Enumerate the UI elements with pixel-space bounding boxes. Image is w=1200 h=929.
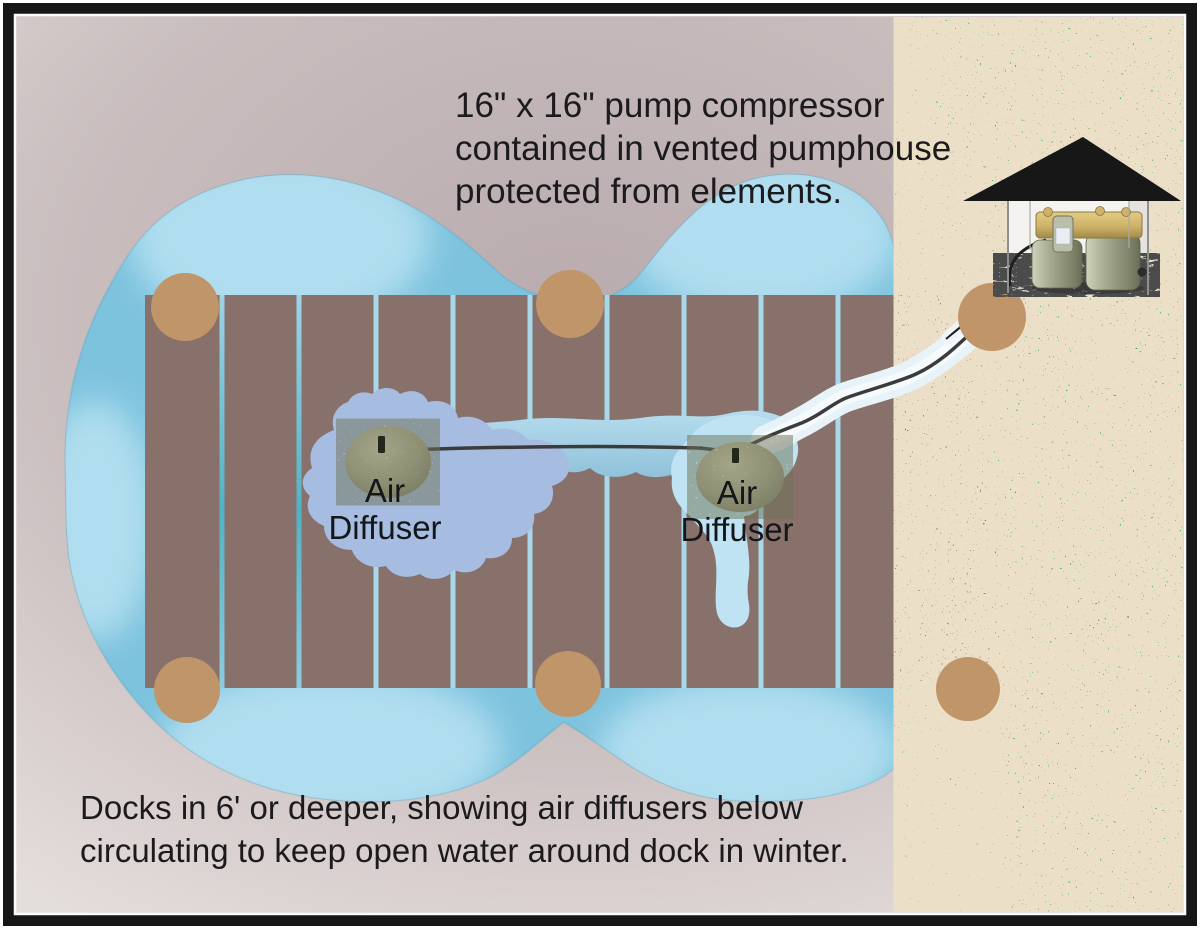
plank-gap xyxy=(219,295,225,688)
dock-posts xyxy=(151,270,1026,723)
air-diffuser-label-right: Air Diffuser xyxy=(647,474,827,548)
pump-compressor xyxy=(1007,206,1147,294)
plank-gap xyxy=(835,295,841,688)
air-diffusers xyxy=(345,426,784,512)
compressor-drum-right xyxy=(1085,233,1141,291)
air-diffuser-label-line: Diffuser xyxy=(680,511,794,548)
air-diffuser-label-line: Air xyxy=(364,472,406,509)
air-hose-to-shore xyxy=(734,326,978,454)
diffuser-fitting-right xyxy=(732,448,739,463)
diagram-caption: Docks in 6' or deeper, showing air diffu… xyxy=(80,786,849,872)
plank-gap xyxy=(912,295,918,688)
air-filter-label xyxy=(1055,227,1071,245)
water-highlight xyxy=(65,400,155,640)
air-diffuser-label-line: Air xyxy=(716,474,758,511)
caption-line: Docks in 6' or deeper, showing air diffu… xyxy=(80,789,803,826)
dock-deck xyxy=(145,295,1010,688)
dock-post-top-center xyxy=(536,270,604,338)
dock-post-top-left xyxy=(151,273,219,341)
pump-note-line: contained in vented pumphouse xyxy=(455,129,952,168)
pump-note-line: 16" x 16" pump compressor xyxy=(455,86,885,125)
dock-post-top-right xyxy=(958,283,1026,351)
plank-gap xyxy=(989,295,995,688)
air-diffuser-label-line: Diffuser xyxy=(328,509,442,546)
compressor-fitting xyxy=(1137,267,1147,277)
dock-post-bottom-center xyxy=(535,651,601,717)
plank-gap xyxy=(296,295,302,688)
air-diffuser-label-left: Air Diffuser xyxy=(295,472,475,546)
manifold-bolt xyxy=(1095,206,1105,216)
pumphouse xyxy=(963,137,1181,296)
manifold-bolt xyxy=(1121,207,1131,217)
pump-compressor-note: 16" x 16" pump compressor contained in v… xyxy=(455,84,951,213)
dock-post-bottom-left xyxy=(154,657,220,723)
dock-post-bottom-right xyxy=(936,657,1000,721)
pump-note-line: protected from elements. xyxy=(455,172,843,211)
diffuser-stone-right xyxy=(696,442,784,512)
manifold-bolt xyxy=(1043,207,1053,217)
plank-gap xyxy=(604,295,610,688)
diffuser-fitting-left xyxy=(378,436,385,453)
dock xyxy=(145,295,1010,688)
diffuser-stone-left xyxy=(345,426,431,498)
caption-line: circulating to keep open water around do… xyxy=(80,832,849,869)
pumphouse-roof xyxy=(963,137,1181,201)
